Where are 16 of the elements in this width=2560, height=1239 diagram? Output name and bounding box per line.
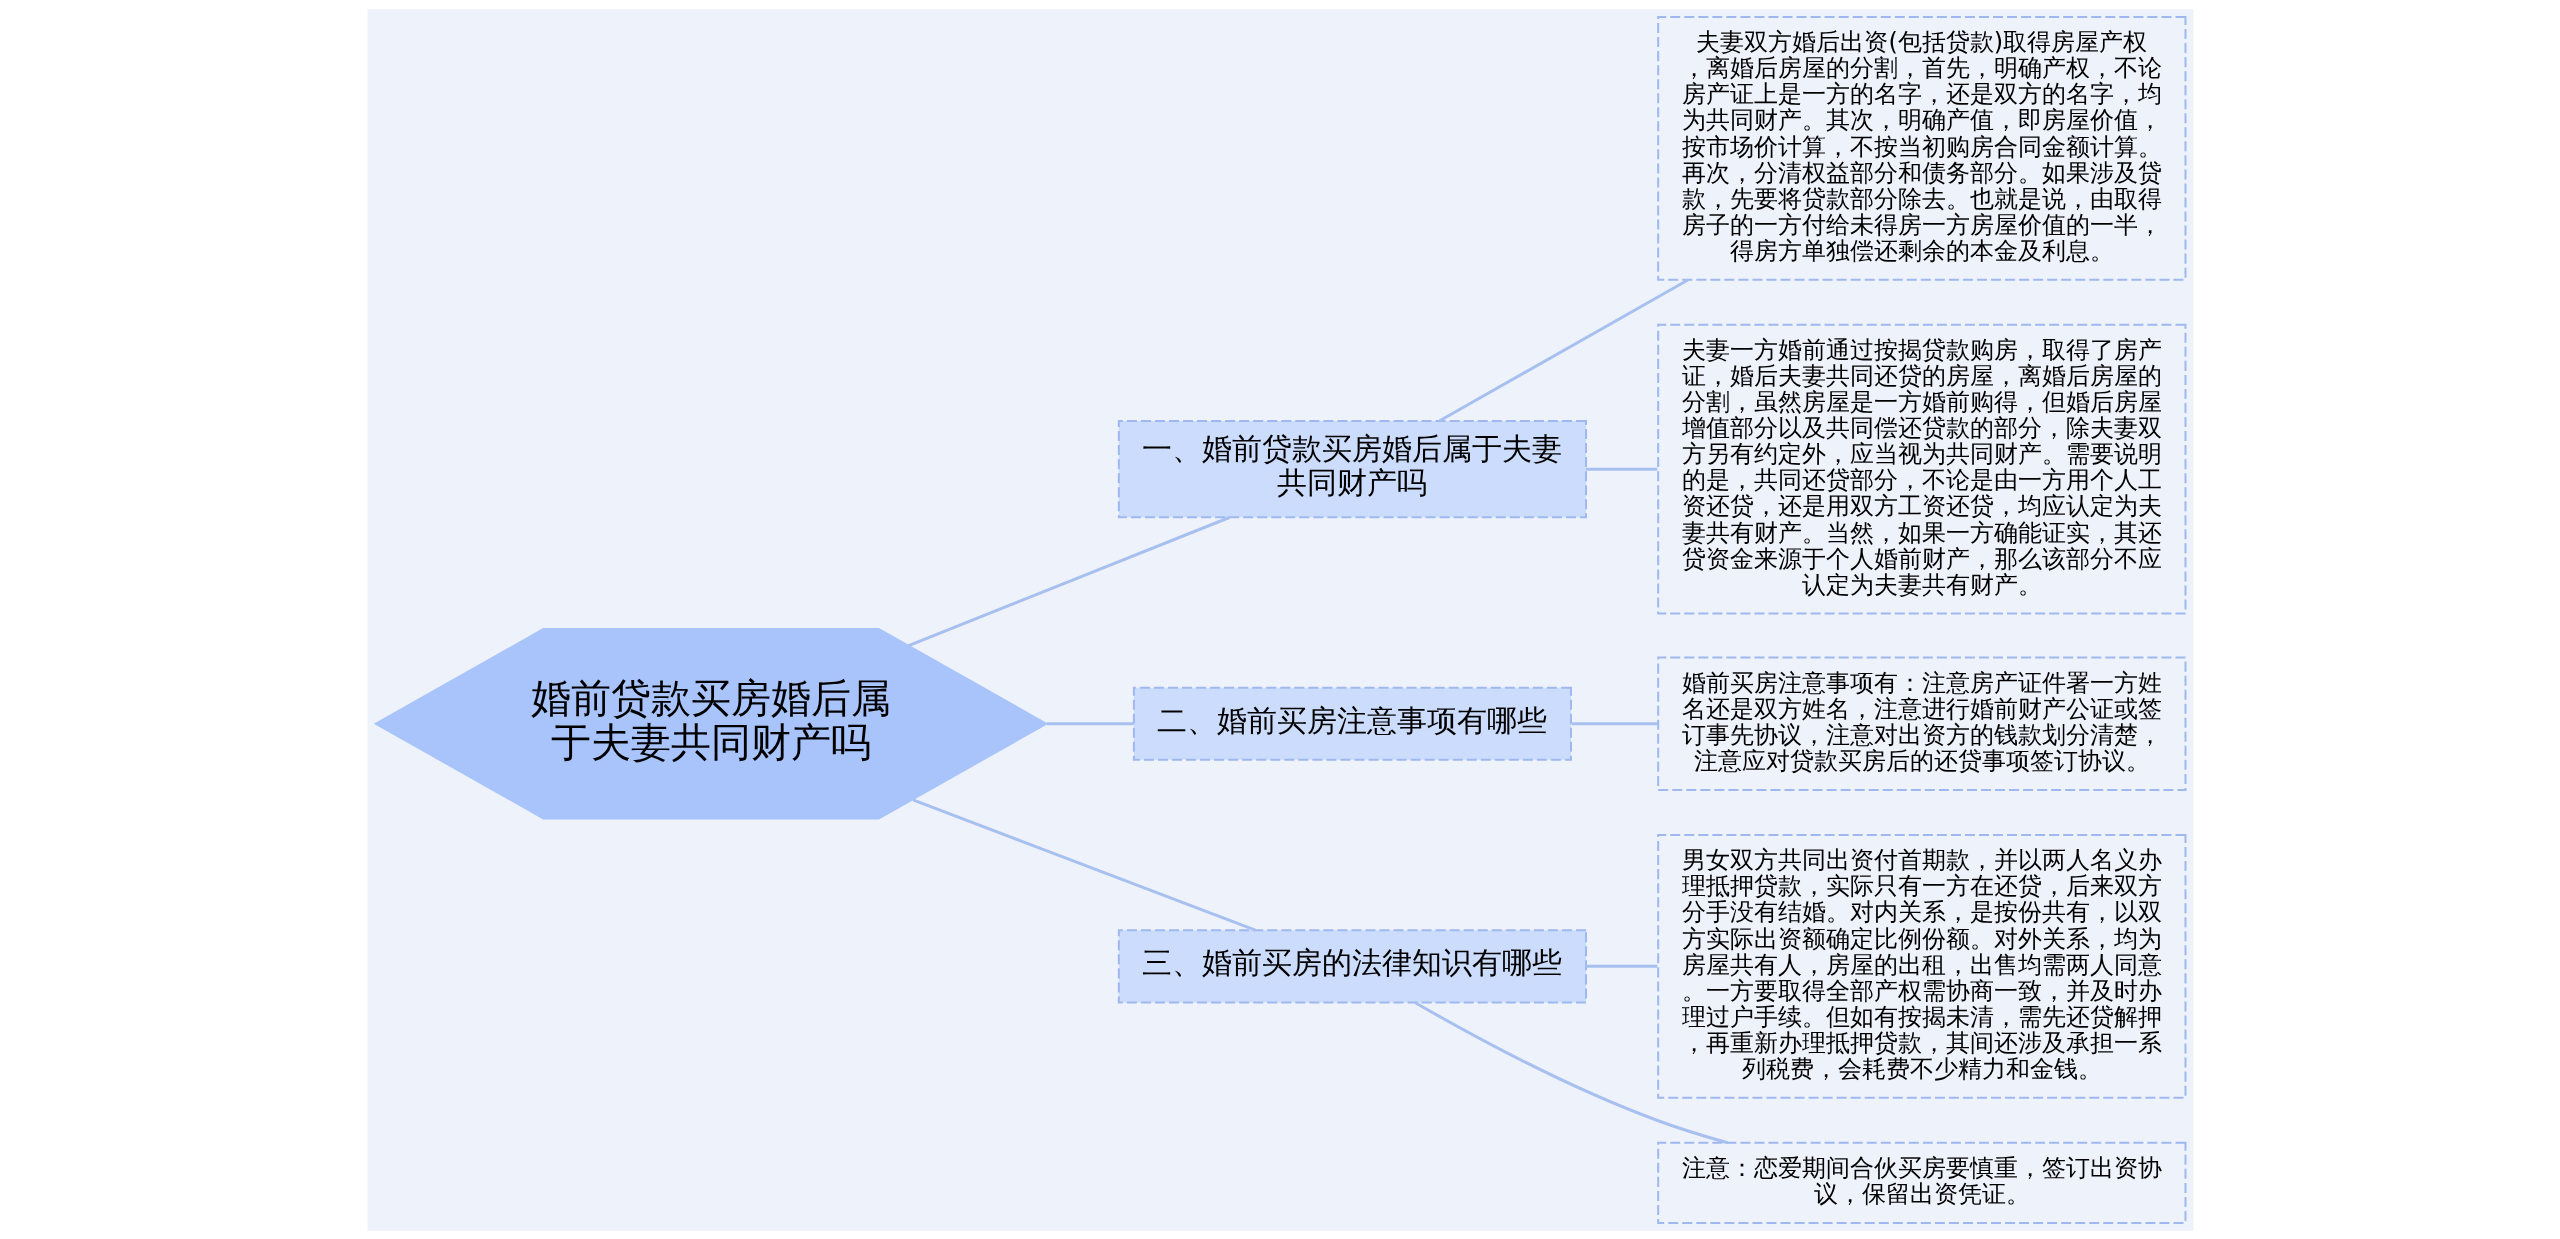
connector — [1414, 1000, 1728, 1144]
connector — [1570, 721, 1658, 725]
connector — [1438, 277, 1689, 422]
connector — [912, 797, 1256, 932]
node-box: 夫妻一方婚前通过按揭贷款购房，取得了房产证，婚后夫妻共同还贷的房屋，离婚后房屋的分割，虽然房屋是一方婚前购得，但婚后房屋增值部分以及共同偿还贷款的部分，除夫妻双方另有约定外，应当视为共同财产。需要说明的是，共同还贷部分，不论是由一方用个人工资还贷，还是用双方工资还贷，均应认定为夫妻共有财产。当然，如果一方确能证实，其还贷资金来源于个人婚前财产，那么该部分不应认定为夫妻共有财产。 — [1656, 323, 2186, 614]
connector — [1585, 467, 1657, 471]
node-box: 夫妻双方婚后出资(包括贷款)取得房屋产权，离婚后房屋的分割，首先，明确产权，不论房产证上是一方的名字，还是双方的名字，均为共同财产。其次，明确产值，即房屋价值，按市场价计算，不按当初购房合同金额计算。再次，分清权益部分和债务部分。如果涉及贷款，先要将贷款部分除去。也就是说，由取得房子的一方付给未得房一方房屋价值的一半，得房方单独偿还剩余的本金及利息。 — [1656, 15, 2186, 281]
node-box: 二、婚前买房注意事项有哪些 — [1132, 686, 1572, 761]
node-box: 婚前买房注意事项有：注意房产证件署一方姓名还是双方姓名，注意进行婚前财产公证或签订事先协议，注意对出资方的钱款划分清楚，注意应对贷款买房后的还贷事项签订协议。 — [1656, 656, 2186, 791]
node-box: 三、婚前买房的法律知识有哪些 — [1117, 928, 1587, 1003]
node-box: 一、婚前贷款买房婚后属于夫妻共同财产吗 — [1117, 419, 1587, 518]
connector — [907, 515, 1230, 647]
node-box: 男女双方共同出资付首期款，并以两人名义办理抵押贷款，实际只有一方在还贷，后来双方分手没有结婚。对内关系，是按份共有，以双方实际出资额确定比例份额。对外关系，均为房屋共有人，房屋的出租，出售均需两人同意。一方要取得全部产权需协商一致，并及时办理过户手续。但如有按揭未清，需先还贷解押，再重新办理抵押贷款，其间还涉及承担一系列税费，会耗费不少精力和金钱。 — [1656, 833, 2186, 1099]
connector — [1046, 721, 1134, 725]
node-box: 注意：恋爱期间合伙买房要慎重，签订出资协议，保留出资凭证。 — [1656, 1141, 2186, 1224]
connector — [1585, 964, 1657, 968]
